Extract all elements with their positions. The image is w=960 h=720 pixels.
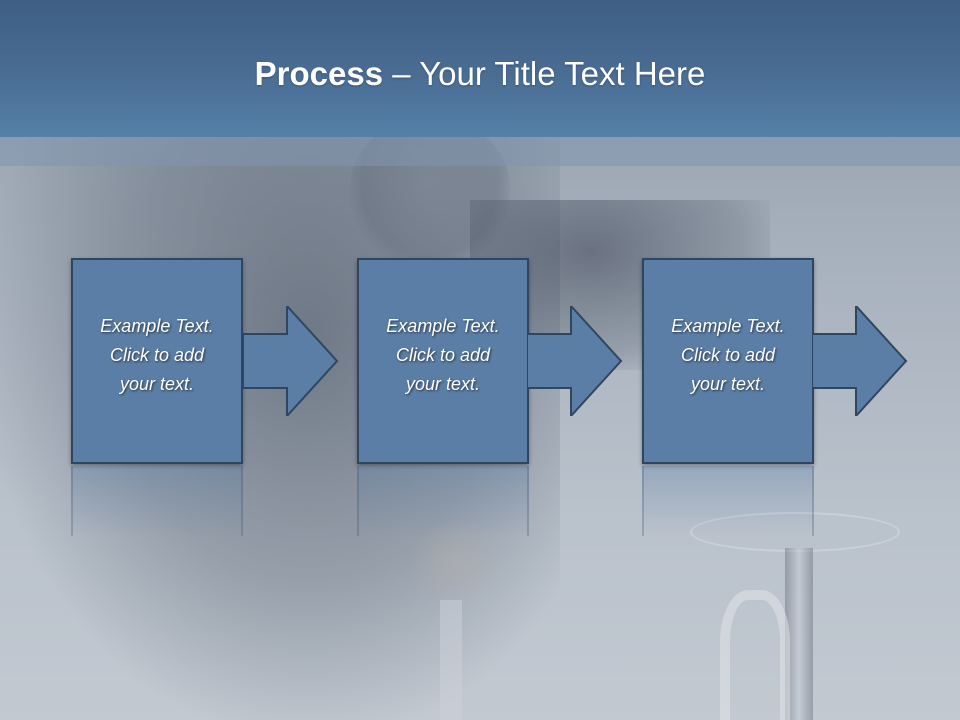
arrow-right-icon <box>527 306 623 416</box>
slide-title[interactable]: Process – Your Title Text Here <box>0 55 960 93</box>
title-bar-strip <box>0 137 960 166</box>
title-bold: Process <box>254 55 384 92</box>
process-step-2[interactable]: Example Text. Click to add your text. <box>357 258 529 464</box>
arrow-right-icon <box>243 306 339 416</box>
arrow-right-icon <box>812 306 908 416</box>
photo-hookah-hose <box>720 590 790 720</box>
step-2-reflection <box>357 466 529 536</box>
step-1-text[interactable]: Example Text. Click to add your text. <box>100 316 214 394</box>
step-1-reflection <box>71 466 243 536</box>
step-3-text[interactable]: Example Text. Click to add your text. <box>671 316 785 394</box>
process-step-1[interactable]: Example Text. Click to add your text. <box>71 258 243 464</box>
process-step-3[interactable]: Example Text. Click to add your text. <box>642 258 814 464</box>
title-bar <box>0 0 960 137</box>
title-rest: – Your Title Text Here <box>383 55 706 92</box>
step-2-text[interactable]: Example Text. Click to add your text. <box>386 316 500 394</box>
photo-hose <box>440 600 462 720</box>
step-3-reflection <box>642 466 814 536</box>
photo-hand <box>410 520 500 600</box>
